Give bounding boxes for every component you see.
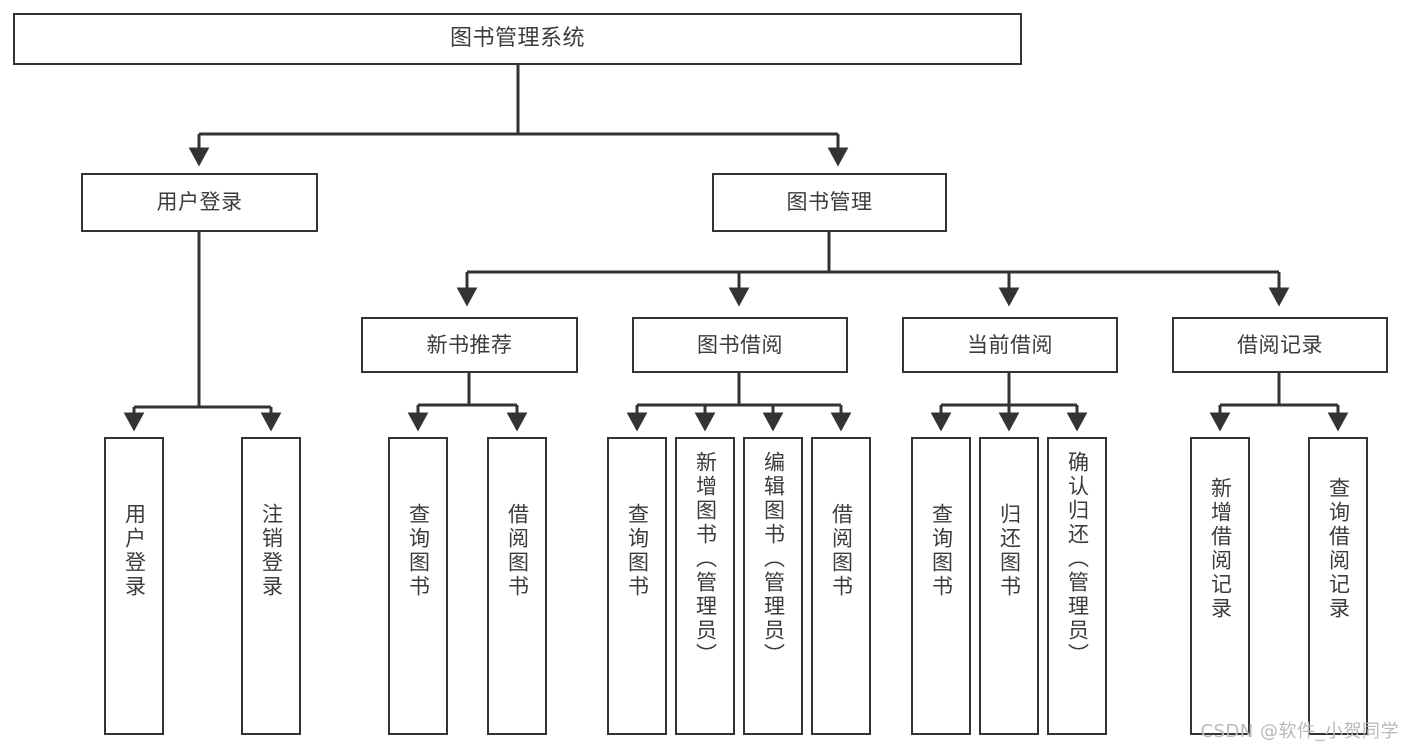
leaf-user-login[interactable]: 用户登录 bbox=[104, 437, 164, 735]
node-label: 图书管理 bbox=[786, 190, 873, 215]
leaf-query-book-borrow[interactable]: 查询图书 bbox=[607, 437, 667, 735]
node-label: 注销登录 bbox=[259, 503, 284, 599]
node-book-borrow[interactable]: 图书借阅 bbox=[632, 317, 848, 373]
leaf-edit-book-admin[interactable]: 编辑图书（管理员） bbox=[743, 437, 803, 735]
node-label: 查询图书 bbox=[625, 503, 650, 599]
node-label: 新书推荐 bbox=[426, 332, 513, 357]
leaf-confirm-return-admin[interactable]: 确认归还（管理员） bbox=[1047, 437, 1107, 735]
leaf-add-borrow-record[interactable]: 新增借阅记录 bbox=[1190, 437, 1250, 735]
leaf-borrow-book-borrow[interactable]: 借阅图书 bbox=[811, 437, 871, 735]
node-new-book-recommend[interactable]: 新书推荐 bbox=[361, 317, 578, 373]
leaf-return-book[interactable]: 归还图书 bbox=[979, 437, 1039, 735]
leaf-borrow-book-recommend[interactable]: 借阅图书 bbox=[487, 437, 547, 735]
leaf-query-borrow-record[interactable]: 查询借阅记录 bbox=[1308, 437, 1368, 735]
node-root-book-management-system[interactable]: 图书管理系统 bbox=[13, 13, 1022, 65]
node-label: 图书借阅 bbox=[697, 332, 783, 357]
leaf-logout-login[interactable]: 注销登录 bbox=[241, 437, 301, 735]
node-label: 查询借阅记录 bbox=[1326, 477, 1351, 621]
node-label: 归还图书 bbox=[997, 503, 1022, 599]
node-label: 新增借阅记录 bbox=[1208, 477, 1233, 621]
node-label: 编辑图书（管理员） bbox=[761, 451, 786, 667]
node-book-management[interactable]: 图书管理 bbox=[712, 173, 947, 232]
leaf-query-book-current[interactable]: 查询图书 bbox=[911, 437, 971, 735]
node-borrow-record[interactable]: 借阅记录 bbox=[1172, 317, 1388, 373]
node-label: 借阅图书 bbox=[505, 503, 530, 599]
node-label: 借阅图书 bbox=[829, 503, 854, 599]
node-label: 查询图书 bbox=[406, 503, 431, 599]
node-user-login[interactable]: 用户登录 bbox=[81, 173, 318, 232]
node-label: 确认归还（管理员） bbox=[1065, 451, 1090, 667]
leaf-query-book-recommend[interactable]: 查询图书 bbox=[388, 437, 448, 735]
node-label: 查询图书 bbox=[929, 503, 954, 599]
node-label: 借阅记录 bbox=[1237, 332, 1323, 357]
node-label: 用户登录 bbox=[156, 190, 243, 215]
node-label: 用户登录 bbox=[122, 503, 147, 599]
leaf-add-book-admin[interactable]: 新增图书（管理员） bbox=[675, 437, 735, 735]
node-current-borrow[interactable]: 当前借阅 bbox=[902, 317, 1118, 373]
node-label: 当前借阅 bbox=[967, 332, 1053, 357]
watermark-text: CSDN @软件_小贺同学 bbox=[1200, 721, 1399, 742]
node-label: 图书管理系统 bbox=[449, 26, 585, 52]
node-label: 新增图书（管理员） bbox=[693, 451, 718, 667]
